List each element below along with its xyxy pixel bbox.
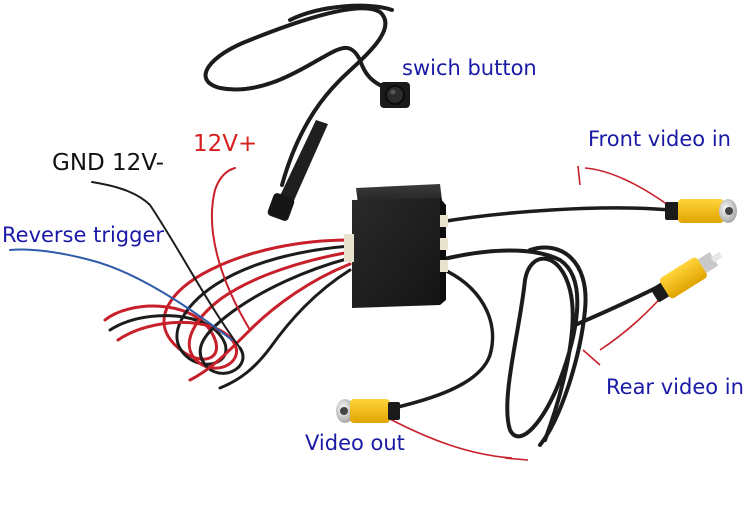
rca-plug-icon [651,252,723,302]
switch-cable [203,3,394,187]
video-out-red-lead [387,417,529,461]
label-front-video-in: Front video in [588,127,731,151]
power-wire-bundle [9,167,352,390]
coiled-cable [438,245,670,447]
label-12v-positive: 12V+ [193,131,258,157]
front-video-red-lead [577,165,669,206]
rca-plug-icon [336,399,400,423]
control-box-icon [344,184,448,308]
front-video-cable [438,206,672,224]
cable-boot [267,120,328,221]
push-button-icon [380,82,410,108]
video-out-cable [383,266,495,412]
label-video-out: Video out [305,431,405,455]
rca-plug-icon [665,199,737,223]
label-rear-video-in: Rear video in [606,375,744,399]
label-reverse-trigger: Reverse trigger [2,223,165,247]
label-switch-button: swich button [402,56,537,80]
label-gnd-12v-negative: GND 12V- [52,150,165,176]
